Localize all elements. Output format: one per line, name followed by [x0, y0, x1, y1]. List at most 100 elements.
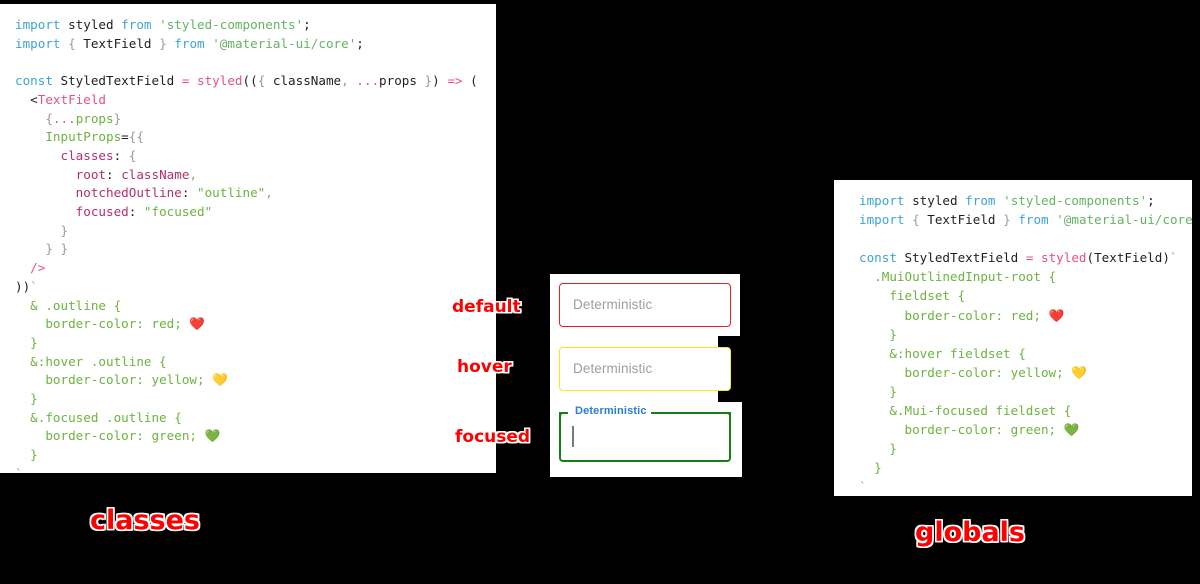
code-token: 💛	[1071, 364, 1087, 380]
code-token: border-color: red;	[859, 307, 1049, 323]
notched-outline-top-right	[640, 412, 731, 414]
code-token: ;	[356, 35, 364, 51]
code-block-globals: import styled from 'styled-components'; …	[834, 180, 1192, 496]
code-token: ;	[1147, 193, 1155, 208]
annotation-hover: hover	[457, 357, 512, 377]
code-token: &:hover .outline {	[15, 353, 167, 369]
text-caret	[572, 426, 574, 447]
code-token: fieldset {	[859, 288, 966, 304]
code-token: root	[75, 166, 107, 182]
code-token: `	[1169, 250, 1178, 266]
textfield-focused-floating-label: Deterministic	[571, 405, 651, 418]
textfield-hover[interactable]: Deterministic	[559, 347, 731, 391]
code-token: {	[45, 110, 53, 126]
code-token: className	[265, 73, 342, 89]
code-token: :	[106, 166, 122, 182]
annotation-globals-title: globals	[915, 517, 1026, 548]
code-token: 'styled-components'	[1003, 193, 1148, 208]
code-token: StyledTextField	[52, 73, 182, 89]
annotation-focused: focused	[455, 427, 531, 447]
code-token: {	[68, 35, 76, 51]
code-token	[15, 129, 45, 144]
code-token: import	[859, 212, 905, 228]
demo-panel-focused: Deterministic	[550, 402, 742, 477]
code-token: )	[432, 73, 448, 89]
code-token: }	[15, 334, 38, 350]
code-token: {	[257, 73, 266, 89]
code-token: {{	[128, 129, 144, 145]
code-token: from	[1018, 212, 1049, 228]
code-token: const	[859, 250, 897, 266]
code-token: }	[859, 326, 897, 342]
code-token: from	[965, 193, 996, 208]
code-token	[15, 167, 76, 182]
code-token: &.Mui-focused fieldset {	[859, 403, 1072, 419]
code-token: .MuiOutlinedInput-root {	[859, 269, 1057, 285]
textfield-default[interactable]: Deterministic	[559, 283, 731, 327]
code-token: `	[15, 466, 23, 473]
annotation-default: default	[452, 297, 521, 317]
code-token: ,	[341, 73, 349, 89]
code-token: styled	[197, 73, 243, 89]
code-token	[15, 111, 45, 126]
code-token: =	[121, 129, 129, 145]
code-token: ...	[52, 110, 76, 126]
code-token: ((	[242, 73, 258, 89]
code-token: border-color: yellow;	[859, 364, 1072, 380]
code-token: TextField	[75, 35, 160, 51]
code-token: 'styled-components'	[159, 17, 304, 32]
code-token: }	[113, 110, 122, 126]
code-token: border-color	[15, 372, 137, 388]
code-token: : green;	[136, 428, 205, 444]
code-token: TextField	[37, 91, 106, 107]
code-token: border-color: green;	[859, 422, 1064, 438]
code-token: notchedOutline	[75, 185, 182, 201]
code-token: (TextField)	[1086, 250, 1170, 266]
code-token	[996, 193, 1004, 208]
code-token: <	[15, 91, 38, 107]
code-token: ❤️	[1048, 307, 1065, 323]
code-token	[61, 36, 69, 51]
code-token: }	[15, 447, 38, 463]
code-token: TextField	[919, 212, 1004, 228]
notched-outline-corner-left	[559, 412, 565, 418]
code-token: }	[859, 460, 882, 476]
code-token: focused	[75, 204, 129, 220]
code-token: =	[1025, 250, 1034, 266]
code-token: 💚	[204, 428, 221, 444]
code-token: }	[159, 35, 167, 51]
code-token	[15, 185, 76, 200]
code-token: "outline"	[197, 185, 266, 201]
code-token: from	[121, 17, 152, 32]
code-token: :	[128, 204, 144, 220]
code-token: ❤️	[189, 316, 206, 332]
textfield-focused[interactable]: Deterministic	[559, 405, 731, 462]
code-token: const	[15, 73, 53, 89]
code-token: {	[912, 212, 920, 228]
code-token: from	[174, 35, 205, 51]
code-token: }	[424, 73, 433, 89]
textfield-hover-label: Deterministic	[573, 361, 653, 376]
code-token: "focused"	[143, 204, 213, 220]
code-token: } }	[45, 241, 69, 257]
annotation-classes-title: classes	[90, 505, 201, 536]
demo-panel-hover: Deterministic	[550, 336, 731, 402]
code-token: className	[121, 166, 190, 182]
code-token: '@material-ui/core'	[1056, 212, 1192, 228]
code-token	[905, 212, 913, 227]
code-token: : yellow;	[136, 372, 213, 388]
code-token: border-color	[15, 428, 137, 444]
code-token	[15, 204, 76, 219]
code-token: `	[30, 278, 38, 294]
code-token: : red;	[136, 316, 190, 332]
code-token: InputProps	[45, 129, 122, 145]
code-token: import	[15, 17, 61, 32]
textfield-default-label: Deterministic	[573, 297, 653, 312]
code-token: props	[75, 110, 114, 126]
code-token: />	[30, 260, 46, 276]
code-token: styled	[904, 193, 966, 208]
code-token	[15, 148, 61, 163]
code-token: ))	[15, 278, 31, 294]
code-token: &.focused .outline {	[15, 409, 182, 425]
code-token: styled	[60, 17, 122, 32]
